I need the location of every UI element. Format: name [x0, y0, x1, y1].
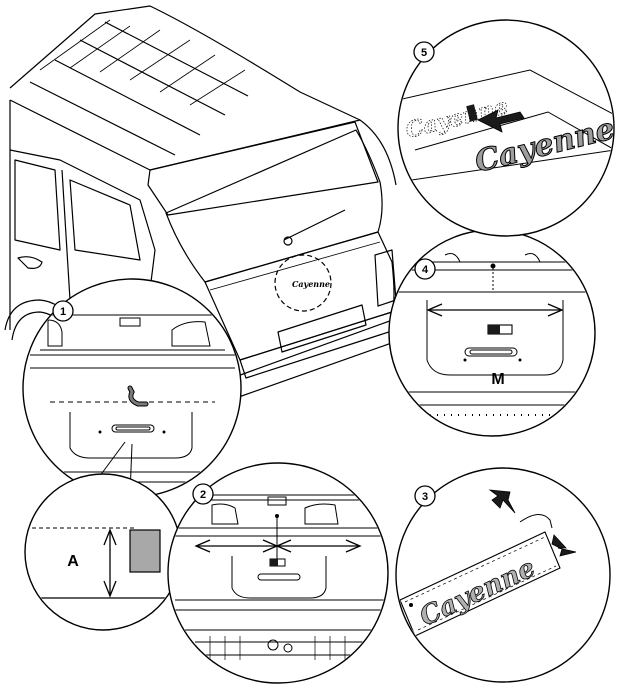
- emblem-edge-sample: [129, 529, 161, 573]
- dimension-m-label: M: [491, 371, 504, 388]
- panel-2-circle: 2: [167, 462, 389, 684]
- dimension-a-label: A: [67, 553, 79, 570]
- peel-arrow-up-left: [488, 489, 516, 514]
- step-3-badge: [414, 485, 436, 507]
- step-1-number: 1: [60, 306, 66, 318]
- detail-a-circle: A: [24, 473, 182, 631]
- press-arrow: [477, 109, 525, 133]
- panel-4-circle: M 4: [388, 229, 596, 437]
- step-5-badge: [413, 41, 435, 63]
- pressing-tab: [466, 104, 478, 122]
- vehicle-emblem-text: Cayenne: [292, 279, 330, 289]
- step-2-number: 2: [200, 489, 206, 501]
- panel-5-circle: Cayenne Cayenne 5: [397, 19, 615, 237]
- vehicle-rear-view: Cayenne: [4, 5, 401, 399]
- panel-3-circle: Cayenne 3: [395, 467, 611, 683]
- removal-tool-hook: [128, 386, 148, 406]
- step-5-number: 5: [421, 47, 427, 59]
- step-4-number: 4: [422, 264, 429, 276]
- panel-1-circle: 1: [22, 278, 242, 498]
- step-4-badge: [414, 258, 436, 280]
- step-3-number: 3: [422, 491, 428, 503]
- step-1-badge: [52, 300, 74, 322]
- peel-arrow-down-right: [551, 534, 577, 557]
- step-2-badge: [192, 483, 214, 505]
